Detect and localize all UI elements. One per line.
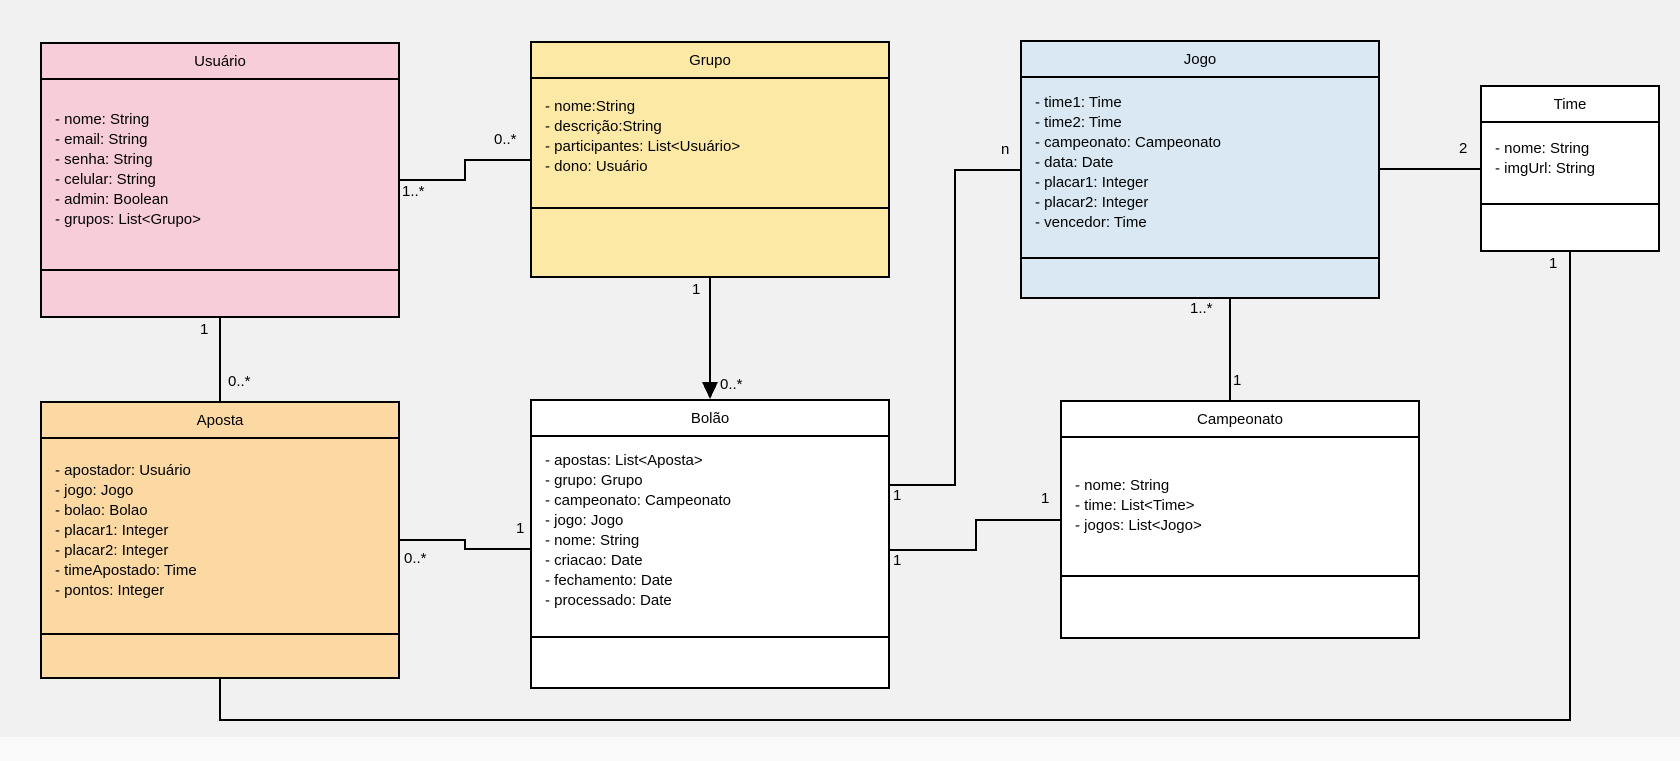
attribute-line: - data: Date xyxy=(1035,154,1114,171)
class-methods xyxy=(532,638,888,687)
class-title: Aposta xyxy=(42,403,398,439)
multiplicity-label: 0..* xyxy=(228,373,251,390)
class-bolao[interactable]: Bolão - apostas: List<Aposta> - grupo: Gr… xyxy=(530,399,890,689)
attribute-line: - dono: Usuário xyxy=(545,158,648,175)
class-methods xyxy=(42,271,398,316)
class-methods xyxy=(532,209,888,276)
attribute-line: - nome: String xyxy=(1075,477,1170,494)
attribute-line: - apostador: Usuário xyxy=(55,462,191,479)
multiplicity-label: 1 xyxy=(893,552,902,569)
attribute-line: - criacao: Date xyxy=(545,552,643,569)
class-methods xyxy=(1482,205,1658,250)
attribute-line: - placar1: Integer xyxy=(1035,174,1149,191)
multiplicity-label: 1 xyxy=(893,487,902,504)
class-jogo[interactable]: Jogo - time1: Time - time2: Time - campeon… xyxy=(1020,40,1380,299)
class-methods xyxy=(1022,259,1378,297)
class-methods xyxy=(1062,577,1418,637)
class-title: Campeonato xyxy=(1062,402,1418,438)
class-attributes: - apostador: Usuário - jogo: Jogo - bolao:… xyxy=(42,439,398,635)
multiplicity-label: 1 xyxy=(1041,490,1050,507)
attribute-line: - grupo: Grupo xyxy=(545,472,643,489)
multiplicity-label: 2 xyxy=(1459,140,1468,157)
class-title: Usuário xyxy=(42,44,398,80)
attribute-line: - jogo: Jogo xyxy=(545,512,624,529)
attribute-line: - grupos: List<Grupo> xyxy=(55,211,201,228)
multiplicity-label: 0..* xyxy=(404,550,427,567)
class-campeonato[interactable]: Campeonato - nome: String - time: List<Ti… xyxy=(1060,400,1420,639)
attribute-line: - pontos: Integer xyxy=(55,582,165,599)
attribute-line: - nome: String xyxy=(1495,140,1590,157)
connector-bolao-campeonato[interactable] xyxy=(890,519,1060,551)
attribute-line: - nome:String xyxy=(545,98,636,115)
multiplicity-label: 0..* xyxy=(720,376,743,393)
attribute-line: - descrição:String xyxy=(545,118,662,135)
class-methods xyxy=(42,635,398,677)
attribute-line: - apostas: List<Aposta> xyxy=(545,452,703,469)
attribute-line: - senha: String xyxy=(55,151,153,168)
attribute-line: - processado: Date xyxy=(545,592,672,609)
multiplicity-label: 0..* xyxy=(494,131,517,148)
attribute-line: - fechamento: Date xyxy=(545,572,673,589)
multiplicity-label: 1..* xyxy=(1190,300,1213,317)
attribute-line: - email: String xyxy=(55,131,148,148)
canvas-edge xyxy=(0,737,1680,761)
multiplicity-label: 1..* xyxy=(402,183,425,200)
connector-aposta-time[interactable] xyxy=(219,252,1571,721)
attribute-line: - placar2: Integer xyxy=(1035,194,1149,211)
connector-jogo-bolao[interactable] xyxy=(890,169,1020,486)
attribute-line: - admin: Boolean xyxy=(55,191,169,208)
multiplicity-label: 1 xyxy=(200,321,209,338)
attribute-line: - time1: Time xyxy=(1035,94,1122,111)
class-usuario[interactable]: Usuário - nome: String - email: String - s… xyxy=(40,42,400,318)
attribute-line: - vencedor: Time xyxy=(1035,214,1147,231)
attribute-line: - timeApostado: Time xyxy=(55,562,197,579)
attribute-line: - nome: String xyxy=(55,111,150,128)
class-title: Jogo xyxy=(1022,42,1378,78)
class-grupo[interactable]: Grupo - nome:String - descrição:String - p… xyxy=(530,41,890,278)
class-aposta[interactable]: Aposta - apostador: Usuário- jogo: Jogo-… xyxy=(40,401,400,679)
class-time[interactable]: Time - nome: String - imgUrl: String xyxy=(1480,85,1660,252)
class-attributes: - nome: String - imgUrl: String xyxy=(1482,123,1658,205)
class-attributes: - apostas: List<Aposta> - grupo: Grupo - c… xyxy=(532,437,888,638)
attribute-line: - participantes: List<Usuário> xyxy=(545,138,741,155)
attribute-line: - time: List<Time> xyxy=(1075,497,1195,514)
arrowhead-grupo-bolao xyxy=(702,382,718,399)
attribute-line: - placar1: Integer xyxy=(55,522,169,539)
class-attributes: - time1: Time - time2: Time - campeonato: … xyxy=(1022,78,1378,259)
attribute-line: - nome: String xyxy=(545,532,640,549)
class-attributes: - nome:String - descrição:String - partici… xyxy=(532,79,888,209)
attribute-line: - jogos: List<Jogo> xyxy=(1075,517,1202,534)
connector-aposta-bolao[interactable] xyxy=(400,539,530,550)
class-title: Grupo xyxy=(532,43,888,79)
class-title: Time xyxy=(1482,87,1658,123)
attribute-line: - celular: String xyxy=(55,171,156,188)
connector-usuario-grupo[interactable] xyxy=(400,159,530,181)
multiplicity-label: 1 xyxy=(1233,372,1242,389)
attribute-line: - campeonato: Campeonato xyxy=(545,492,731,509)
multiplicity-label: 1 xyxy=(516,520,525,537)
class-attributes: - nome: String - email: String - senha: St… xyxy=(42,80,398,271)
attribute-line: - placar2: Integer xyxy=(55,542,169,559)
attribute-line: - jogo: Jogo xyxy=(55,482,134,499)
class-attributes: - nome: String - time: List<Time> - jogos:… xyxy=(1062,438,1418,577)
attribute-line: - campeonato: Campeonato xyxy=(1035,134,1221,151)
class-title: Bolão xyxy=(532,401,888,437)
multiplicity-label: 1 xyxy=(692,281,701,298)
attribute-line: - time2: Time xyxy=(1035,114,1122,131)
attribute-line: - bolao: Bolao xyxy=(55,502,148,519)
multiplicity-label: 1 xyxy=(1549,255,1558,272)
attribute-line: - imgUrl: String xyxy=(1495,160,1596,177)
multiplicity-label: n xyxy=(1001,141,1010,158)
